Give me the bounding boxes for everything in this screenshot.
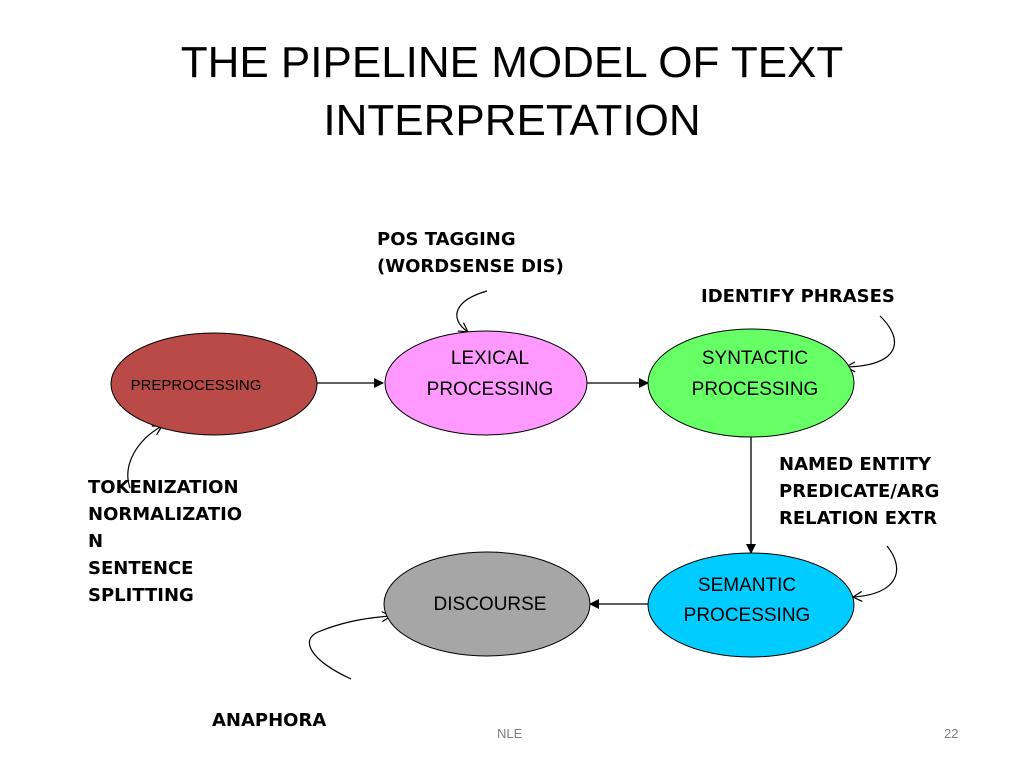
slide-title: THE PIPELINE MODEL OF TEXT INTERPRETATIO… (112, 34, 912, 150)
discourse-label: DISCOURSE (434, 594, 547, 615)
annotation-pos-tagging: POS TAGGING (WORDSENSE DIS) (377, 226, 564, 280)
tokenization-line-1: TOKENIZATION (88, 477, 239, 498)
footer-text: NLE (497, 726, 523, 741)
node-syntactic-processing: SYNTACTIC PROCESSING (647, 328, 855, 438)
annotation-named-entity: NAMED ENTITY PREDICATE/ARG RELATION EXTR (779, 451, 939, 532)
node-preprocessing: PREPROCESSING (110, 332, 318, 436)
pointer-identify-phrases (844, 315, 896, 373)
tokenization-line-4: SENTENCE (88, 558, 194, 579)
lexical-label-line-1: LEXICAL (451, 348, 529, 369)
identify-phrases-line-1: IDENTIFY PHRASES (701, 286, 895, 307)
node-semantic-processing: SEMANTIC PROCESSING (647, 552, 855, 658)
anaphora-line-1: ANAPHORA (212, 710, 327, 731)
annotation-identify-phrases: IDENTIFY PHRASES (701, 283, 895, 310)
pointer-named-entity (851, 545, 898, 602)
lexical-label-line-2: PROCESSING (427, 379, 554, 400)
node-discourse: DISCOURSE (383, 551, 591, 657)
pointer-anaphora (308, 611, 393, 680)
pos-tagging-line-2: (WORDSENSE DIS) (377, 256, 564, 277)
discourse-ellipse (383, 551, 591, 657)
tokenization-line-5: SPLITTING (88, 585, 194, 606)
syntactic-label-line-1: SYNTACTIC (702, 348, 808, 369)
semantic-ellipse (647, 552, 855, 658)
syntactic-ellipse (647, 328, 855, 438)
title-line-1: THE PIPELINE MODEL OF TEXT (180, 38, 844, 87)
named-entity-line-1: NAMED ENTITY (779, 454, 932, 475)
preprocessing-ellipse (110, 332, 318, 436)
named-entity-line-2: PREDICATE/ARG (779, 481, 940, 502)
node-lexical-processing: LEXICAL PROCESSING (384, 330, 588, 436)
pointer-tokenization (127, 425, 164, 489)
annotation-tokenization: TOKENIZATION NORMALIZATIO N SENTENCE SPL… (88, 474, 242, 609)
named-entity-line-3: RELATION EXTR (779, 508, 938, 529)
lexical-ellipse (384, 330, 588, 436)
page-number: 22 (944, 726, 959, 741)
syntactic-label-line-2: PROCESSING (692, 379, 819, 400)
semantic-label-line-1: SEMANTIC (698, 575, 796, 596)
semantic-label-line-2: PROCESSING (684, 605, 811, 626)
title-line-2: INTERPRETATION (323, 96, 701, 145)
pos-tagging-line-1: POS TAGGING (377, 229, 516, 250)
pointer-pos-tagging (456, 290, 488, 333)
tokenization-line-3: N (88, 531, 104, 552)
tokenization-line-2: NORMALIZATIO (88, 504, 243, 525)
annotation-anaphora: ANAPHORA (212, 707, 326, 734)
preprocessing-label: PREPROCESSING (131, 377, 262, 394)
